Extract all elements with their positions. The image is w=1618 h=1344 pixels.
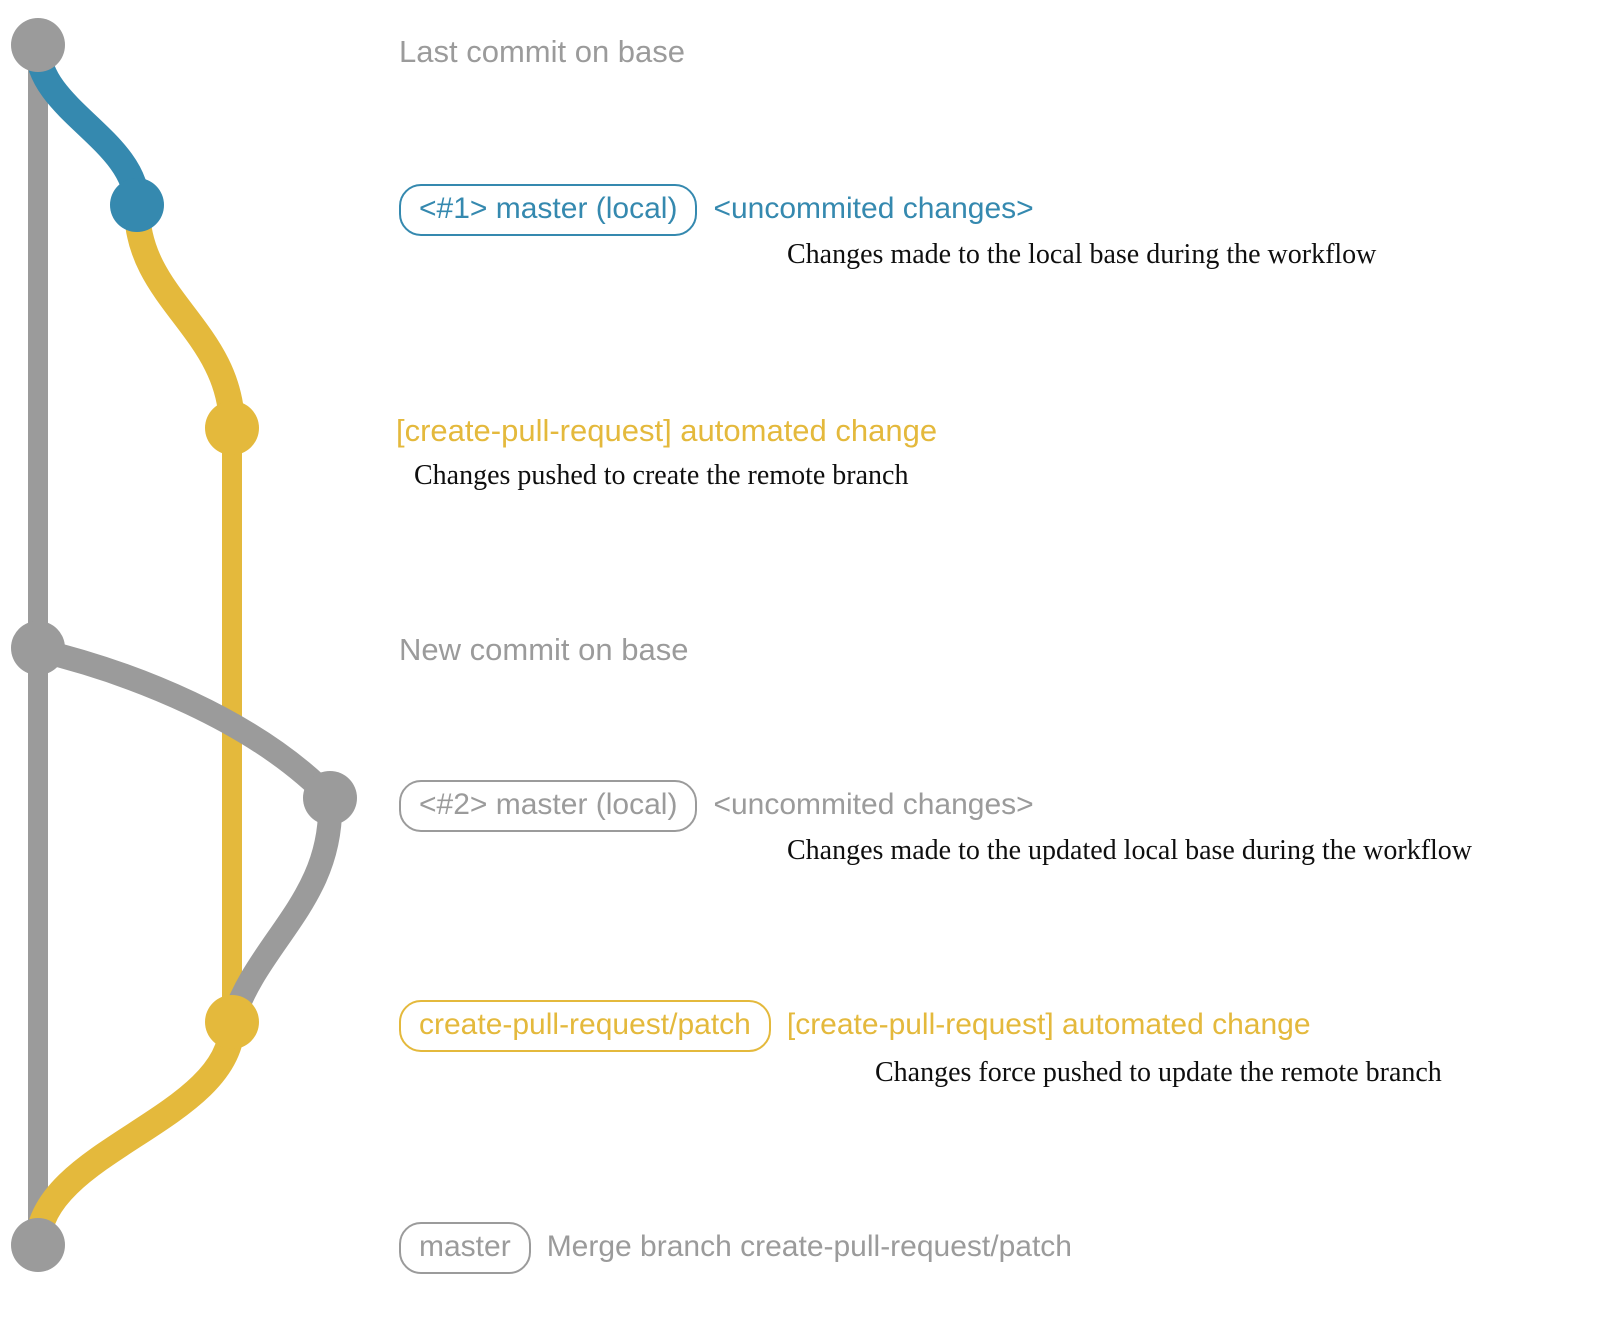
entry-local-1: <#1> master (local) <uncommited changes>	[399, 184, 1034, 236]
commit-node-patch-2[interactable]	[205, 995, 259, 1049]
commit-message-merge: Merge branch create-pull-request/patch	[546, 1230, 1072, 1263]
headline-last-commit-on-base: Last commit on base	[399, 34, 686, 69]
edge-base-to-local2	[26, 638, 342, 810]
description-patch-2: Changes force pushed to update the remot…	[875, 1057, 1442, 1088]
commit-node-base-head[interactable]	[11, 18, 65, 72]
branch-badge-create-pull-request-patch[interactable]: create-pull-request/patch	[399, 1000, 771, 1052]
commit-node-patch-1[interactable]	[205, 401, 259, 455]
entry-merge: master Merge branch create-pull-request/…	[399, 1222, 1072, 1274]
commit-node-base-new[interactable]	[11, 621, 65, 675]
branch-badge-master-local-1[interactable]: <#1> master (local)	[399, 184, 698, 236]
commit-node-local-2[interactable]	[303, 771, 357, 825]
description-local-1: Changes made to the local base during th…	[787, 239, 1377, 270]
description-patch-1: Changes pushed to create the remote bran…	[414, 460, 909, 491]
edge-base-to-local1	[25, 35, 150, 218]
commit-node-merge[interactable]	[11, 1218, 65, 1272]
branch-badge-master-local-2[interactable]: <#2> master (local)	[399, 780, 698, 832]
edge-local1-to-patch1	[124, 195, 245, 441]
headline-patch-1: [create-pull-request] automated change	[396, 413, 938, 448]
entry-local-2: <#2> master (local) <uncommited changes>	[399, 780, 1034, 832]
branch-badge-master[interactable]: master	[399, 1222, 531, 1274]
edge-local2-to-patch2	[220, 788, 343, 1034]
commit-message-local-2: <uncommited changes>	[713, 788, 1034, 821]
edge-patch2-to-merge	[25, 1011, 245, 1258]
commit-message-patch-2: [create-pull-request] automated change	[786, 1008, 1311, 1041]
commit-message-local-1: <uncommited changes>	[713, 192, 1034, 225]
entry-patch-2: create-pull-request/patch [create-pull-r…	[399, 1000, 1311, 1052]
headline-new-commit-on-base: New commit on base	[399, 632, 689, 667]
commit-node-local-1[interactable]	[110, 178, 164, 232]
commit-graph-svg	[11, 18, 357, 1272]
description-local-2: Changes made to the updated local base d…	[787, 835, 1473, 866]
